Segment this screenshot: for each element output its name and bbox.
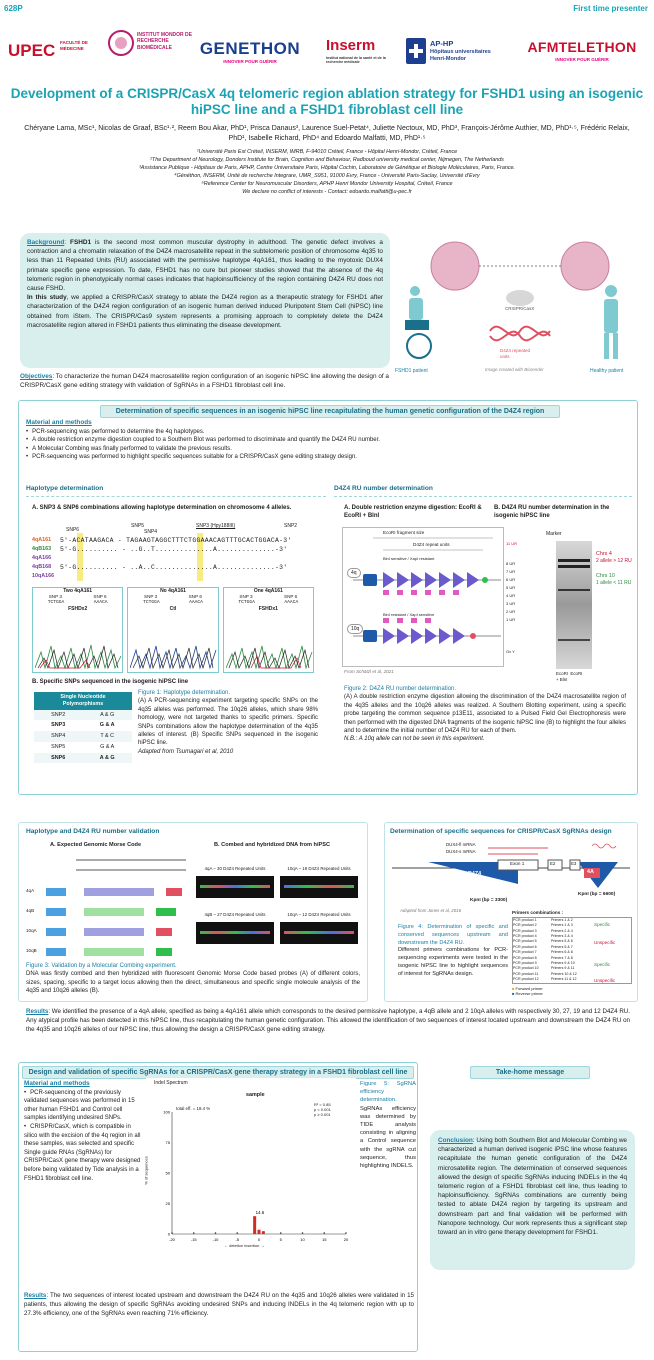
poster-title: Development of a CRISPR/CasX 4q telomeri… [10,86,644,117]
gene-structure-diagram [392,843,630,888]
figure3-caption: Figure 3: Validation by a Molecular Comb… [26,963,360,995]
zero-point [192,1232,195,1234]
haplotype-heading: Haplotype determination [26,485,104,492]
morse-code-diagram [46,859,186,956]
chart-svg: -20 -15 -10 -5 0 5 10 15 20 0 25 50 75 100 14.6 [163,1110,349,1243]
y-tick-label: 50 [166,1171,171,1176]
x-tick-label: 20 [344,1237,349,1242]
d4z4-figure: A. Double restriction enzyme digestion: … [334,496,632,788]
y-tick-label: 75 [166,1140,171,1145]
fshd-illustration: FSHD1 patient Healthy patient CRISPR/Cas… [395,236,635,376]
indel-bar [257,1229,261,1234]
affiliations: ¹Université Paris Est Créteil, INSERM, I… [138,149,516,195]
zero-point [214,1232,217,1234]
aphp-logo: AP-HP Hôpitaux universitaires Henri-Mond… [405,28,509,74]
background-box: Background: FSHD1 is the second most com… [20,233,390,368]
zero-point [345,1232,347,1234]
inserm-logo: Inserm Institut national de la santé et … [326,37,386,65]
d4z4-illus-label: D4Z4 repeated units [500,348,531,359]
results-2: Results: The two sequences of interest l… [24,1292,414,1317]
zero-point [279,1232,282,1234]
top-bar: 628P First time presenter [0,0,654,18]
chart-subtitle: sample [246,1092,265,1098]
blot-image [556,541,592,669]
takehome-box: Conclusion: Using both Southern Blot and… [430,1130,635,1270]
bar-value-label: 14.6 [256,1210,265,1215]
logo-strip: UPEC FACULTÉ DE MÉDECINE INSTITUT MONDOR… [0,22,654,80]
d4z4-heading: D4Z4 RU number determination [334,485,433,492]
y-tick-label: 0 [168,1232,171,1237]
x-tick-label: -15 [191,1237,198,1242]
section2-frame [18,1062,418,1352]
d4z4-repeat-arrays [353,537,501,644]
restriction-diagram: EcoRI fragment size D4Z4 repeat units 4q… [342,527,504,667]
x-tick-label: -20 [169,1237,176,1242]
y-tick-label: 100 [163,1110,170,1115]
x-tick-label: -5 [235,1237,239,1242]
combing-figure: A. Expected Genomic Morse Code B. Combed… [24,840,364,1000]
indel-chart: Indel Spectrum sample total eff. = 18.4 … [144,1078,356,1253]
y-tick-label: 25 [166,1201,171,1206]
upec-logo: UPEC FACULTÉ DE MÉDECINE [8,40,88,61]
section1-frame [18,400,638,795]
chart-xlabel: ← deletion insertion → [224,1243,265,1248]
afm-logo: AFMTELETHON INNOVER POUR GUÉRIR [527,39,637,62]
takehome-banner: Take-home message [470,1066,590,1079]
section2-methods: Material and methods PCR-sequencing of t… [24,1080,142,1183]
section1-methods: Material and methods PCR-sequencing was … [26,419,586,462]
figure2-caption: Figure 2: D4Z4 RU number determination. … [344,686,626,743]
imrb-logo: INSTITUT MONDOR DE RECHERCHE BIOMÉDICALE [108,28,198,74]
x-tick-label: -10 [213,1237,220,1242]
chart-stat: total eff. = 18.4 % [176,1106,211,1111]
results-1: Results: We identified the presence of a… [26,1008,630,1033]
combing-images: 4qA – 30 D4Z4 Repeated Units 10qA – 19 D… [196,866,360,962]
section1-banner: Determination of specific sequences in a… [100,405,560,418]
figure4-caption: Figure 4: Determination of specific and … [398,924,508,977]
haplotype-figure: A. SNP3 & SNP6 combinations allowing hap… [26,496,326,788]
combing-heading: Haplotype and D4Z4 RU number validation [26,828,160,835]
objectives: Objectives: To characterize the human D4… [20,373,389,389]
x-tick-label: 10 [300,1237,305,1242]
healthy-label: Healthy patient [590,368,624,374]
crispr-label: CRISPR/CasX [505,306,535,311]
biorender-credit: Image created with Biorender [485,367,544,372]
background-text-2: , we applied a CRISPR/CasX strategy to a… [27,294,383,329]
aphp-emblem-icon [406,38,426,64]
background-label: Background [27,239,65,246]
authors: Chéryane Lama, MSc¹, Nicolas de Graaf, B… [24,125,630,142]
zero-point [323,1232,326,1234]
background-text: is the second most common muscular dystr… [27,239,383,293]
figure5-caption: Figure 5: SgRNA efficiency determination… [360,1081,416,1170]
poster-number: 628P [4,4,23,13]
sgrna-design-heading: Determination of specific sequences for … [390,828,612,835]
patient-label: FSHD1 patient [395,368,428,374]
illustration-graphic [405,241,618,359]
zero-point [301,1232,304,1234]
southern-blot: Marker Chrs 4 2 allele > 12 RU Chrs 10 1… [506,531,632,682]
chart-legend: R² = 0.85 p < 0.001 p ≥ 0.001 [314,1102,331,1117]
sgrna-design-figure: DUX4-fl mRNA DUX4-s mRNA D4Z4 Exon 1 E2 … [388,838,634,1000]
x-tick-label: 5 [280,1237,283,1242]
indel-bar [261,1231,265,1234]
figure1-caption: Figure 1: Haplotype determination. (A) A… [138,690,318,755]
imrb-emblem-icon [108,30,134,56]
genethon-logo: GENETHON INNOVER POUR GUÉRIR [199,38,301,64]
zero-point [171,1232,173,1234]
sgrna-design-frame [384,822,638,1002]
chart-title: Indel Spectrum [154,1080,188,1086]
indel-bar [253,1216,257,1234]
combing-frame [18,822,368,1002]
x-tick-label: 0 [258,1237,261,1242]
zero-point [236,1232,239,1234]
presenter-tag: First time presenter [573,4,648,13]
x-tick-label: 15 [322,1237,327,1242]
